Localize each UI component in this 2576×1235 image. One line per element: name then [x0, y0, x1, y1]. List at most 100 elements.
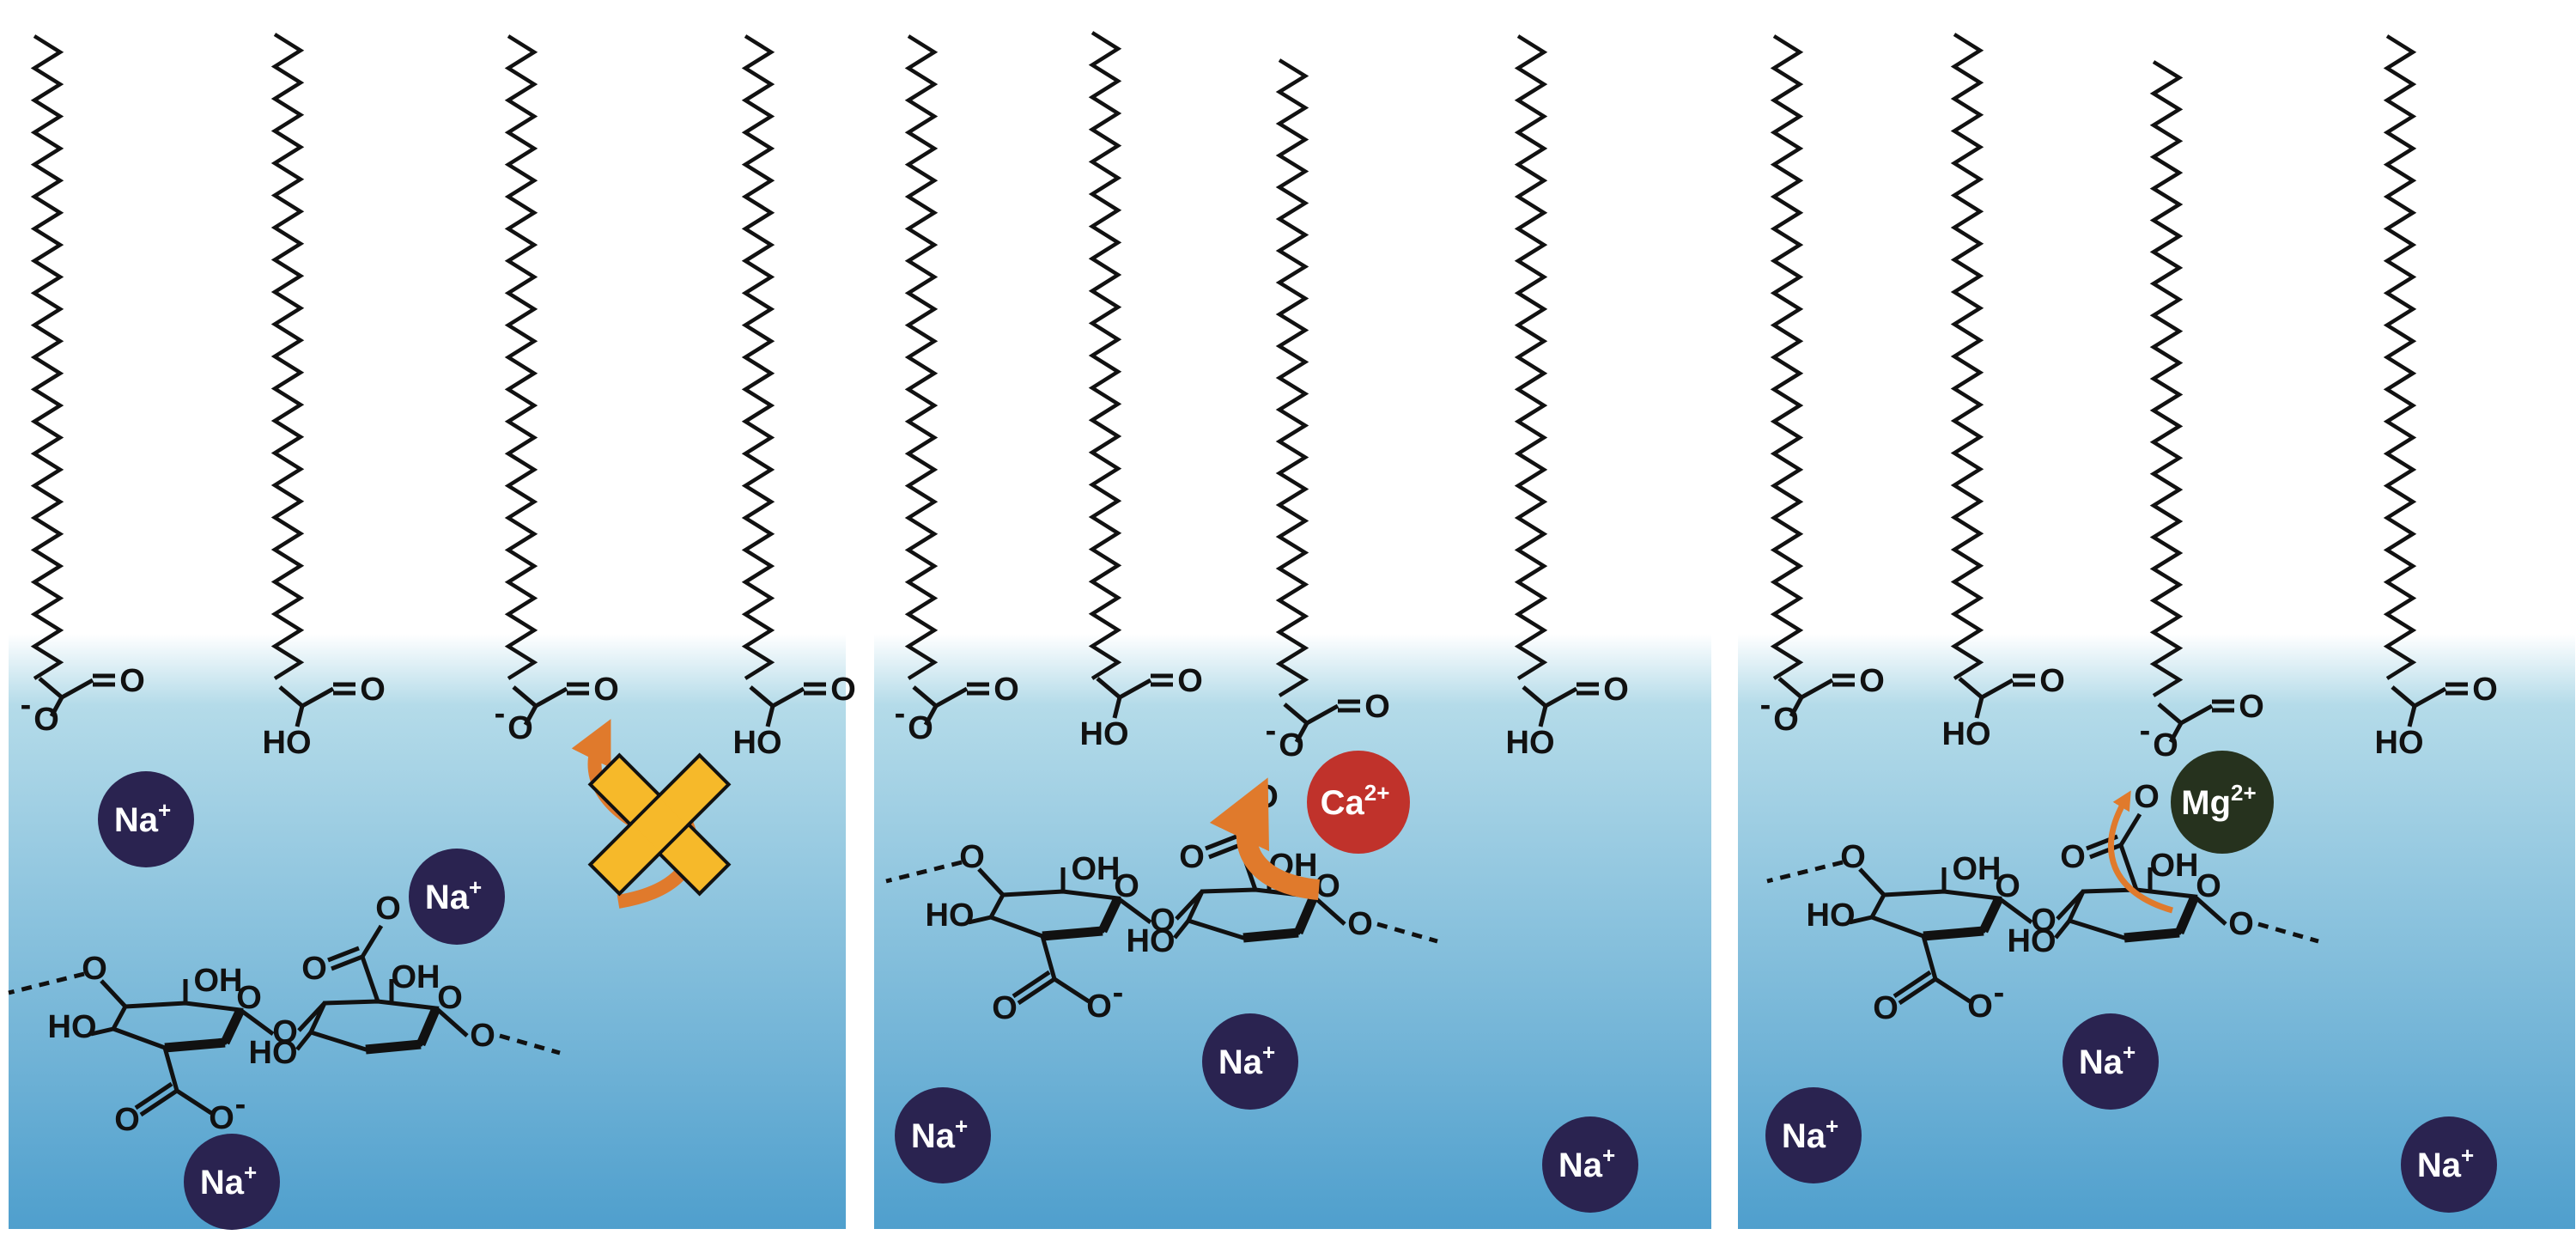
sodium-ion-circle — [2063, 1013, 2159, 1110]
glycosidic-oxygen: O — [82, 951, 107, 987]
sodium-ion: Na+ — [1542, 1116, 1638, 1213]
carbonyl-oxygen: O — [119, 663, 145, 699]
ring-bold-edge — [416, 1006, 441, 1047]
hydroxyl-label: OH — [2150, 848, 2199, 884]
glycosidic-oxygen: O — [2031, 903, 2057, 939]
carboxylate-head: OO- — [1266, 689, 1390, 764]
ring-bold-edge — [1098, 896, 1122, 934]
sodium-ion: Na+ — [1765, 1087, 1862, 1183]
ring-oxygen: O — [2196, 868, 2221, 904]
carboxylate-oxygen: O — [1086, 989, 1112, 1025]
hydroxyl-label: HO — [926, 897, 975, 934]
alkyl-chain — [30, 34, 64, 680]
hydroxyl-group: HO — [1080, 716, 1129, 752]
carboxylate-head: OO- — [895, 672, 1019, 746]
sodium-ion: Na+ — [2401, 1116, 2497, 1213]
ring-bold-edge — [1293, 894, 1319, 935]
carbonyl-oxygen: O — [1179, 839, 1205, 875]
carboxylic-acid-head: OHO — [263, 672, 386, 761]
carbonyl-oxygen: O — [1603, 672, 1629, 708]
alkyl-chain — [1514, 34, 1548, 680]
hydroxyl-label: HO — [2008, 923, 2057, 959]
negative-charge: - — [1994, 975, 2005, 1011]
hydroxyl-label: OH — [1072, 851, 1121, 887]
ring-bold-edge — [1042, 926, 1103, 941]
carboxylic-acid-head: O HO — [2375, 672, 2498, 761]
ring-bold-edge — [164, 1037, 226, 1053]
alkyl-chain — [1088, 31, 1122, 680]
glycosidic-oxygen: O — [1840, 839, 1866, 875]
alkyl-chain — [270, 33, 305, 680]
carboxylic-acid-head: O HO — [1080, 663, 1203, 752]
negative-charge: - — [21, 687, 32, 723]
cross-icon — [587, 752, 732, 897]
carbonyl-oxygen: O — [1364, 689, 1390, 725]
carbonyl-oxygen: O — [993, 672, 1019, 708]
hydroxyl-group: HO — [733, 725, 782, 761]
carbonyl-oxygen: O — [360, 672, 386, 708]
carboxylate-oxygen: O — [209, 1100, 234, 1136]
ions: Na+Na+Na+Na+Na+Na+Na+Na+Na+Ca2+Mg2+ — [98, 751, 2497, 1230]
alkyl-chain — [504, 34, 538, 680]
chain-continuation — [885, 860, 963, 884]
sodium-ion-label: Na+ — [1218, 1039, 1275, 1081]
carboxylic-acid-head: OHO — [733, 672, 856, 761]
negative-charge: - — [1113, 975, 1124, 1011]
glycosidic-oxygen: O — [272, 1014, 298, 1050]
interaction-arrows — [571, 719, 2173, 914]
sodium-ion-circle — [895, 1087, 991, 1183]
alkyl-chain — [904, 34, 939, 680]
ring-oxygen: O — [437, 980, 463, 1016]
hydroxyl-group: HO — [2375, 725, 2424, 761]
carboxylic-acid-head: O HO — [1506, 672, 1629, 761]
carboxylate-head: OO- — [2140, 689, 2264, 764]
ring-bold-edge — [2123, 928, 2180, 943]
carboxylate-head: OO- — [495, 672, 619, 746]
sodium-ion: Na+ — [409, 849, 505, 945]
carboxylate-oxygen: O — [507, 710, 533, 746]
negative-charge: - — [895, 696, 906, 732]
carbonyl-oxygen: O — [2472, 672, 2498, 708]
ring-bold-edge — [2174, 894, 2200, 935]
carbonyl-oxygen: O — [1873, 990, 1899, 1026]
sodium-ion-circle — [184, 1134, 280, 1230]
hydroxyl-label: OH — [392, 959, 440, 995]
carboxylate-oxygen: O — [1773, 702, 1799, 738]
fatty-acid-chains — [30, 31, 2417, 697]
sodium-ion: Na+ — [98, 771, 194, 867]
alkyl-chain — [741, 34, 775, 680]
ring-bold-edge — [1979, 896, 2003, 934]
glycosidic-oxygen: O — [1347, 906, 1373, 942]
carbonyl-oxygen: O — [2039, 663, 2065, 699]
carbonyl-oxygen: O — [2060, 839, 2086, 875]
carbonyl-oxygen: O — [114, 1102, 140, 1138]
carbonyl-oxygen: O — [1177, 663, 1203, 699]
alkyl-chain — [1950, 33, 1984, 680]
curved-arrow-icon — [2107, 790, 2173, 914]
ring-bold-edge — [1242, 928, 1299, 943]
sodium-ion-label: Na+ — [1558, 1142, 1615, 1184]
hydroxyl-label: HO — [48, 1009, 97, 1045]
hydroxyl-group: HO — [1506, 725, 1555, 761]
ring-bold-edge — [221, 1007, 245, 1045]
carboxyl-oxygen: O — [2134, 779, 2160, 815]
sodium-ion-circle — [98, 771, 194, 867]
glycosidic-oxygen: O — [470, 1018, 495, 1054]
carbonyl-oxygen: O — [2239, 689, 2264, 725]
hydroxyl-group: HO — [1942, 716, 1991, 752]
sodium-ion: Na+ — [895, 1087, 991, 1183]
negative-charge: - — [1266, 713, 1277, 749]
ring-bold-edge — [365, 1039, 422, 1055]
carbonyl-oxygen: O — [301, 951, 327, 987]
carboxylate-oxygen: O — [33, 702, 59, 738]
negative-charge: - — [495, 696, 506, 732]
carbonyl-oxygen: O — [593, 672, 619, 708]
carboxylate-head: OO- — [1760, 663, 1885, 738]
carbonyl-oxygen: O — [992, 990, 1018, 1026]
carboxylate-oxygen: O — [2153, 727, 2178, 764]
calcium-ion: Ca2+ — [1307, 751, 1410, 854]
